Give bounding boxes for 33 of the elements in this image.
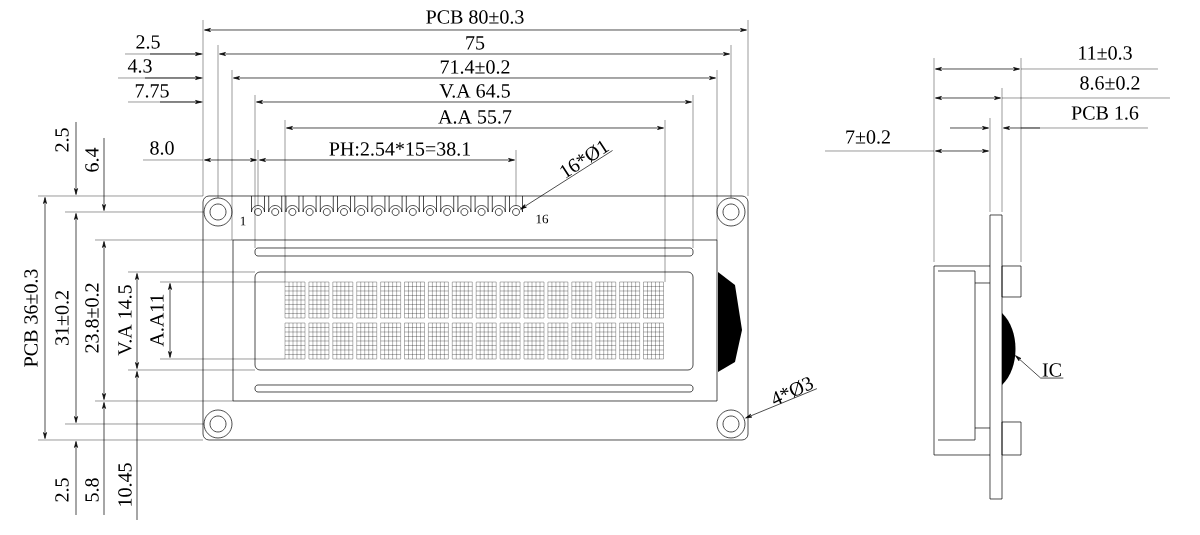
- dimension-label: 31±0.2: [55, 291, 69, 346]
- leader-text: 4*Ø3: [773, 377, 814, 404]
- dimension-label: A.A 55.7: [438, 110, 512, 124]
- dimension-label: 2.5: [55, 478, 69, 502]
- dimension-label: 5.8: [85, 478, 99, 502]
- dimension-label: PH:2.54*15=38.1: [329, 142, 470, 156]
- dimension-label: 2.5: [55, 128, 69, 152]
- dimension-label: PCB 36±0.3: [24, 269, 38, 367]
- dimension-label: 75: [466, 36, 485, 50]
- dimension-label: 10.45: [118, 463, 132, 506]
- dimension-label: 4.3: [127, 59, 152, 73]
- dimension-label: 7.75: [135, 84, 169, 98]
- leader-text: IC: [1042, 363, 1061, 377]
- dimension-label: V.A 14.5: [118, 285, 132, 356]
- pin-hole: [512, 208, 520, 216]
- dimension-label: 11±0.3: [1079, 46, 1132, 60]
- dimension-label: 8.0: [150, 141, 174, 155]
- dimension-label: V.A 64.5: [439, 84, 510, 98]
- leader-line: [745, 388, 818, 419]
- pin-number: 16: [536, 214, 549, 224]
- dimension-label: PCB 80±0.3: [426, 10, 524, 24]
- leader-line: [520, 150, 613, 210]
- dimension-label: A.A11: [150, 294, 164, 347]
- dimension-label: 6.4: [85, 147, 99, 172]
- dimension-label: 7±0.2: [846, 130, 890, 144]
- dimension-label: 2.5: [136, 35, 160, 49]
- pin-number: 1: [240, 216, 246, 226]
- leader-line: [1015, 355, 1064, 379]
- mounting-hole: [716, 409, 746, 439]
- dimension-label: PCB 1.6: [1071, 106, 1139, 120]
- dimension-label: 23.8±0.2: [85, 283, 99, 353]
- dimension-label: 71.4±0.2: [440, 60, 510, 74]
- dimension-label: 8.6±0.2: [1080, 76, 1140, 90]
